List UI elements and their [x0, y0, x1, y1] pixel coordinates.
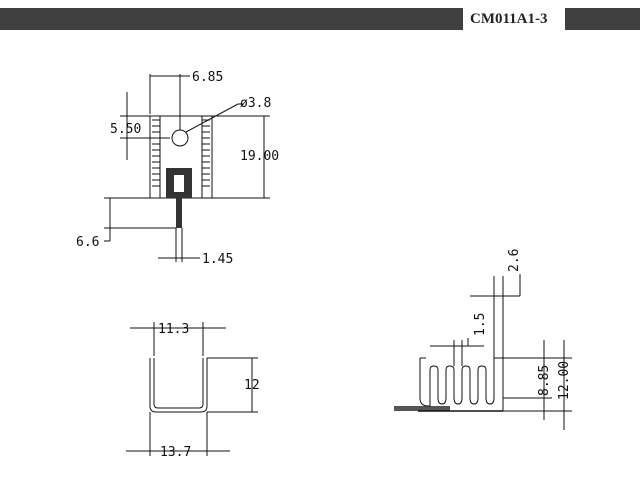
- part-number: CM011A1-3: [470, 11, 548, 27]
- top-view: 11.3 12 13.7: [126, 322, 260, 460]
- dim-front-height: 19.00: [240, 149, 279, 164]
- front-view: 6.85 ø3.8 5.50 19.00 6.6 1.45: [76, 70, 279, 267]
- side-base-plate: [394, 406, 450, 411]
- dim-total-height: 12.00: [557, 361, 572, 400]
- dim-hole-diameter: ø3.8: [240, 96, 271, 111]
- dim-front-width: 6.85: [192, 70, 223, 85]
- pin-tab-window: [174, 175, 184, 192]
- dim-fin-thickness: 1.5: [473, 313, 488, 336]
- front-fins-right: [201, 116, 210, 198]
- side-view: 2.6 1.5 8.85 12.00: [394, 249, 572, 430]
- fin-profile: [419, 358, 495, 407]
- dim-fin-pitch: 2.6: [507, 249, 522, 272]
- channel-inner: [153, 358, 204, 409]
- front-fins-left: [152, 116, 161, 198]
- dim-channel-outer: 13.7: [160, 445, 191, 460]
- dim-pin-length: 6.6: [76, 235, 99, 250]
- mounting-hole: [171, 129, 189, 147]
- dim-channel-inner: 11.3: [158, 322, 189, 337]
- header-bar-left: [0, 8, 463, 30]
- pin: [176, 198, 182, 228]
- dim-channel-height: 12: [244, 378, 260, 393]
- dim-fin-height: 8.85: [537, 365, 552, 396]
- channel-outer: [149, 358, 208, 413]
- header-bar-right: [565, 8, 640, 30]
- dim-hole-offset: 5.50: [110, 122, 141, 137]
- dim-pin-width: 1.45: [202, 252, 233, 267]
